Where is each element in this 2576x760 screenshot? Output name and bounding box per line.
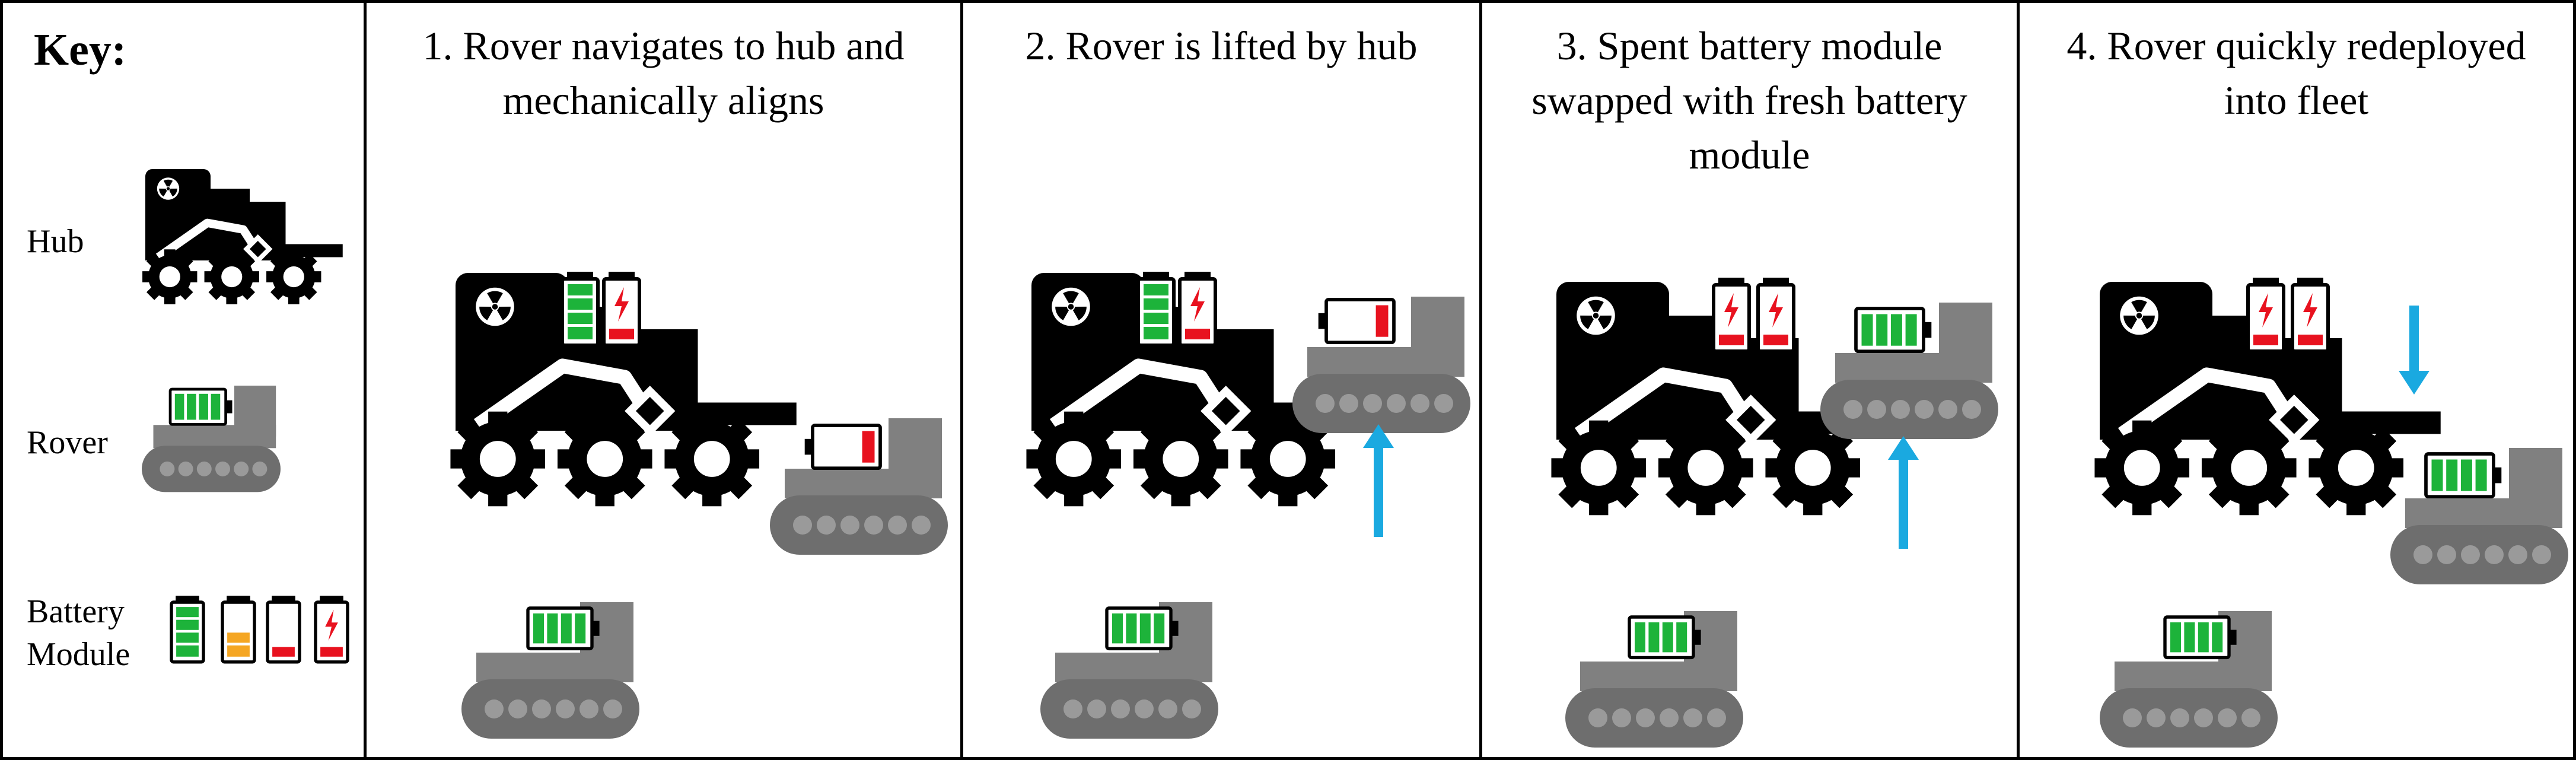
battery-charging-icon — [316, 596, 348, 662]
key-panel: Key: Hub Rover Battery Module — [0, 0, 367, 760]
battery-full-icon — [562, 272, 598, 345]
battery-full-icon — [1138, 272, 1174, 345]
battery-charging-icon — [1714, 278, 1749, 351]
battery-full-icon — [1856, 309, 1931, 351]
battery-full-icon — [2426, 454, 2501, 497]
battery-label: Battery Module — [27, 590, 130, 676]
step-2-panel: 2. Rover is lifted by hub — [963, 0, 1482, 760]
hub-label: Hub — [27, 223, 84, 260]
battery-full-icon — [1629, 617, 1701, 657]
battery-charging-icon — [2292, 278, 2328, 351]
hub-icon — [142, 169, 343, 304]
battery-label-line2: Module — [27, 636, 130, 673]
battery-charging-icon — [2248, 278, 2284, 351]
step-1-panel: 1. Rover navigates to hub and mechanical… — [367, 0, 963, 760]
step-3-art — [1482, 3, 1998, 748]
battery-full-icon — [528, 608, 600, 648]
step-4-art — [2020, 3, 2568, 748]
key-art — [3, 3, 367, 760]
battery-full-icon — [1107, 608, 1179, 648]
down-arrow-icon — [2399, 306, 2429, 395]
battery-full-icon — [171, 596, 203, 662]
step-3-title: 3. Spent battery module swapped with fre… — [1531, 23, 1967, 177]
battery-low-icon — [1319, 300, 1394, 342]
step-1-title: 1. Rover navigates to hub and mechanical… — [422, 23, 905, 123]
up-arrow-icon — [1888, 436, 1919, 549]
step-1-art — [367, 3, 948, 739]
battery-label-line1: Battery — [27, 593, 125, 630]
step-4-panel: 4. Rover quickly redeployed into fleet — [2020, 0, 2576, 760]
step-3-panel: 3. Spent battery module swapped with fre… — [1482, 0, 2020, 760]
battery-charging-icon — [604, 272, 639, 345]
battery-half-icon — [222, 596, 254, 662]
up-arrow-icon — [1363, 424, 1394, 537]
battery-full-icon — [2165, 617, 2237, 657]
rover-label: Rover — [27, 424, 108, 461]
step-4-title: 4. Rover quickly redeployed into fleet — [2066, 23, 2526, 123]
step-2-art — [963, 3, 1470, 739]
key-title: Key: — [34, 25, 127, 75]
battery-low-icon — [268, 596, 300, 662]
battery-charging-icon — [1180, 272, 1215, 345]
battery-low-icon — [805, 425, 880, 468]
step-2-title: 2. Rover is lifted by hub — [1025, 23, 1418, 68]
battery-charging-icon — [1758, 278, 1794, 351]
